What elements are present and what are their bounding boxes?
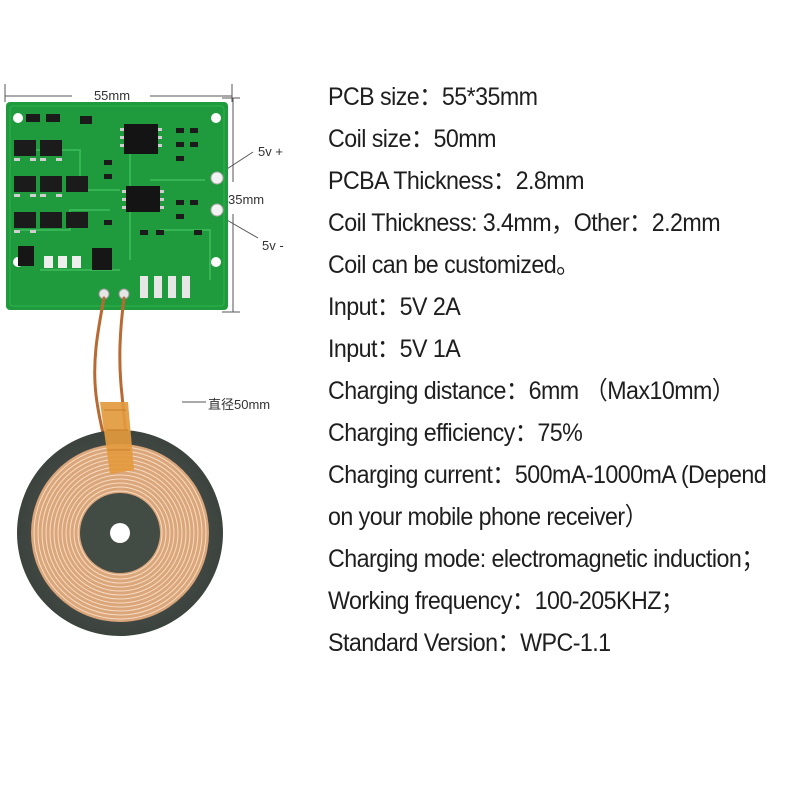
spec-line: on your mobile phone receiver） (328, 503, 648, 531)
spec-line: PCB size：55*35mm (328, 83, 538, 111)
spec-line: Coil size：50mm (328, 125, 496, 153)
spec-line: Input：5V 2A (328, 293, 461, 321)
spec-line: Coil can be customized。 (328, 251, 579, 279)
spec-line: Charging distance：6mm （Max10mm） (328, 377, 735, 405)
spec-line: Input：5V 1A (328, 335, 461, 363)
spec-list: PCB size：55*35mm Coil size：50mm PCBA Thi… (328, 76, 767, 664)
spec-line: Coil Thickness: 3.4mm，Other：2.2mm (328, 209, 721, 237)
dimension-lines (4, 84, 259, 403)
coil-diameter-label: 直径50mm (208, 397, 270, 412)
pcb-board (6, 102, 228, 310)
spec-line: Charging current：500mA-1000mA (Depend (328, 461, 767, 489)
height-dimension-label: 35mm (228, 192, 264, 207)
positive-terminal-label: 5v + (258, 144, 283, 159)
spec-line: Charging mode: electromagnetic induction… (328, 545, 764, 573)
product-illustration: 55mm 35mm 5v + 5v - 直径50mm (4, 84, 284, 636)
spec-line: PCBA Thickness：2.8mm (328, 167, 584, 195)
spec-line: Standard Version：WPC-1.1 (328, 629, 611, 657)
spec-line: Charging efficiency：75% (328, 419, 583, 447)
width-dimension-label: 55mm (94, 88, 130, 103)
negative-terminal-label: 5v - (262, 238, 284, 253)
spec-line: Working frequency：100-205KHZ； (328, 587, 684, 615)
wireless-charging-coil (17, 402, 223, 636)
